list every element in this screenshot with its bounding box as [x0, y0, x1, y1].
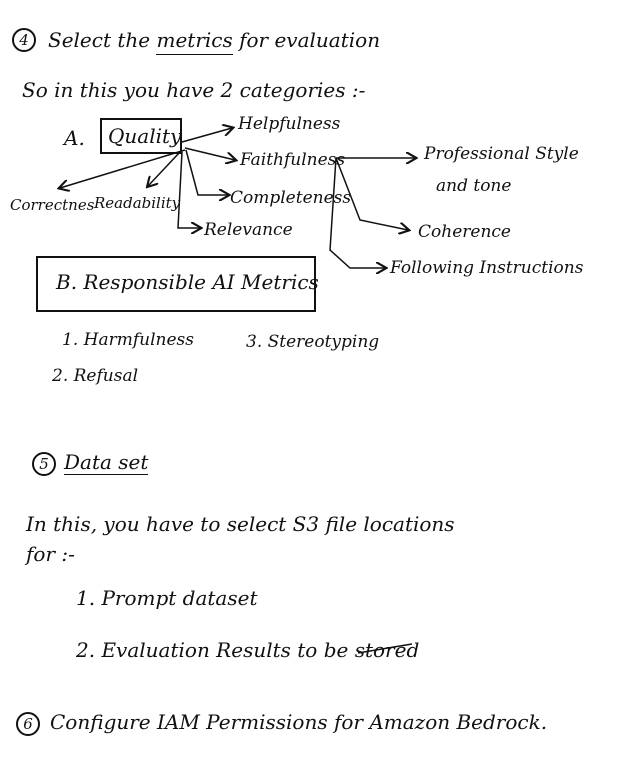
- arrow-helpfulness: [181, 128, 232, 143]
- strike-stored: [357, 643, 413, 654]
- section-5-title: Data set: [64, 450, 149, 475]
- rai-stereotyping: 3. Stereotyping: [246, 332, 380, 352]
- metric-professional-tone: and tone: [436, 176, 512, 196]
- section-4-number: 4: [12, 28, 36, 52]
- category-b-label: B. Responsible AI Metrics: [56, 270, 319, 294]
- category-a-letter: A.: [64, 126, 85, 150]
- section-5-number: 5: [32, 452, 56, 476]
- rai-harmfulness: 1. Harmfulness: [62, 330, 194, 350]
- metric-following-instructions: Following Instructions: [390, 258, 584, 278]
- quality-box: [100, 118, 182, 154]
- dataset-item-results: 2. Evaluation Results to be stored: [76, 638, 420, 662]
- title-pre: Select the: [48, 28, 157, 52]
- category-a-label: Quality: [108, 124, 182, 148]
- dataset-item-prompt: 1. Prompt dataset: [76, 586, 258, 610]
- metric-coherence: Coherence: [418, 222, 511, 242]
- metric-faithfulness: Faithfulness: [240, 150, 346, 170]
- responsible-ai-box: [36, 256, 316, 312]
- arrow-readability: [148, 151, 181, 186]
- metric-helpfulness: Helpfulness: [238, 114, 341, 134]
- metric-readability: Readability: [94, 194, 181, 212]
- title-metrics: metrics: [156, 28, 233, 55]
- metric-correctness: Correctnes: [10, 196, 95, 214]
- section-6-number: 6: [16, 712, 40, 736]
- arrow-faithfulness: [184, 147, 235, 160]
- section-5-line2: for :-: [26, 542, 75, 566]
- arrow-following: [329, 157, 385, 268]
- title-post: for evaluation: [232, 28, 381, 52]
- arrow-correctness: [60, 149, 186, 188]
- section-6-text: Configure IAM Permissions for Amazon Bed…: [50, 710, 548, 734]
- metric-relevance: Relevance: [204, 220, 293, 240]
- arrow-completeness: [185, 149, 228, 195]
- section-5-line1: In this, you have to select S3 file loca…: [26, 512, 455, 536]
- arrow-coherence: [335, 157, 408, 230]
- section-4-intro: So in this you have 2 categories :-: [22, 78, 366, 102]
- section-4-title: Select the metrics for evaluation: [48, 28, 381, 55]
- rai-refusal: 2. Refusal: [52, 366, 139, 386]
- arrow-relevance: [177, 151, 200, 228]
- metric-completeness: Completeness: [230, 188, 352, 208]
- metric-professional-style: Professional Style: [424, 144, 579, 164]
